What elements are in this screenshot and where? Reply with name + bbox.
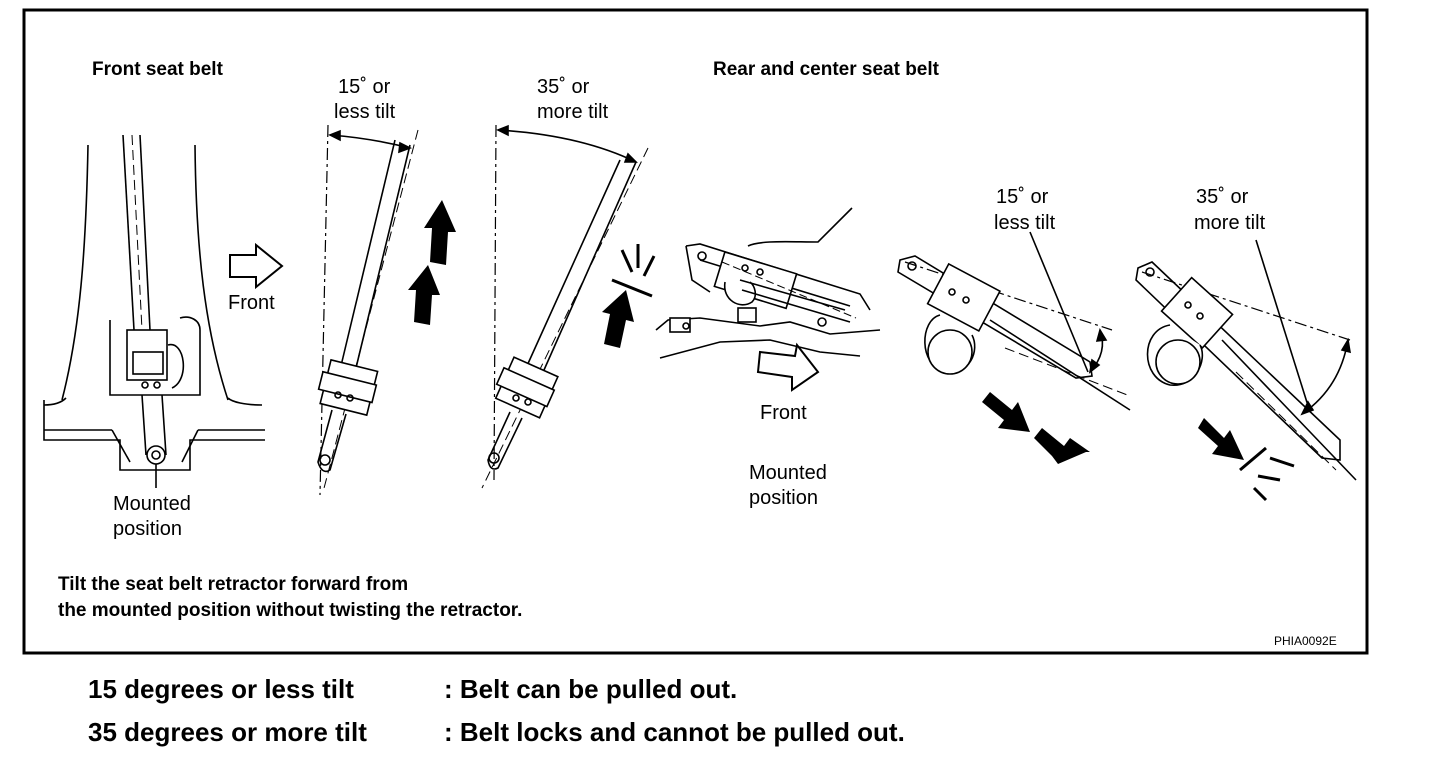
instruction-line-2: the mounted position without twisting th…	[58, 600, 522, 621]
front-seat-belt-title: Front seat belt	[92, 59, 224, 80]
mounted-position-label-1b: position	[113, 518, 182, 540]
pull-arrow-icon-5	[1034, 428, 1090, 464]
mounted-position-label-1a: Mounted	[113, 493, 191, 515]
front-belt-15-tilt-drawing	[317, 124, 419, 496]
tilt-15-label-1a: 15˚ or	[338, 76, 391, 98]
tilt-15-label-1b: less tilt	[334, 101, 396, 123]
pull-arrow-icon-3	[602, 290, 634, 348]
legend-condition-35: 35 degrees or more tilt	[88, 717, 367, 747]
tilt-35-label-1a: 35˚ or	[537, 76, 590, 98]
rear-center-seat-belt-title: Rear and center seat belt	[713, 59, 940, 80]
legend-result-35: : Belt locks and cannot be pulled out.	[444, 717, 905, 747]
mounted-position-label-2a: Mounted	[749, 462, 827, 484]
pull-arrow-icon-1	[424, 200, 456, 265]
tilt-35-label-2a: 35˚ or	[1196, 186, 1249, 208]
rear-belt-15-tilt-drawing	[897, 231, 1131, 411]
instruction-line-1: Tilt the seat belt retractor forward fro…	[58, 574, 408, 595]
front-label-2: Front	[760, 402, 807, 424]
pull-arrow-icon-6	[1198, 418, 1244, 460]
pull-arrow-icon-4	[982, 392, 1030, 432]
figure-code: PHIA0092E	[1274, 634, 1337, 648]
tilt-35-label-2b: more tilt	[1194, 212, 1266, 234]
lock-impact-icon-1	[611, 244, 656, 298]
front-direction-arrow-icon-2	[756, 342, 820, 392]
front-direction-arrow-icon	[229, 242, 284, 290]
front-seat-belt-mounted-drawing	[43, 134, 265, 488]
rear-seat-belt-mounted-drawing	[655, 207, 881, 359]
figure-frame	[22, 8, 1369, 655]
pull-arrow-icon-2	[408, 265, 440, 325]
tilt-15-label-2b: less tilt	[994, 212, 1056, 234]
front-label-1: Front	[228, 292, 275, 314]
tilt-15-label-2a: 15˚ or	[996, 186, 1049, 208]
tilt-35-label-1b: more tilt	[537, 101, 609, 123]
lock-impact-icon-2	[1239, 446, 1295, 502]
mounted-position-label-2b: position	[749, 487, 818, 509]
legend-condition-15: 15 degrees or less tilt	[88, 674, 354, 704]
rear-belt-35-tilt-drawing	[1135, 239, 1357, 481]
front-belt-35-tilt-drawing	[481, 124, 649, 489]
legend-result-15: : Belt can be pulled out.	[444, 674, 738, 704]
